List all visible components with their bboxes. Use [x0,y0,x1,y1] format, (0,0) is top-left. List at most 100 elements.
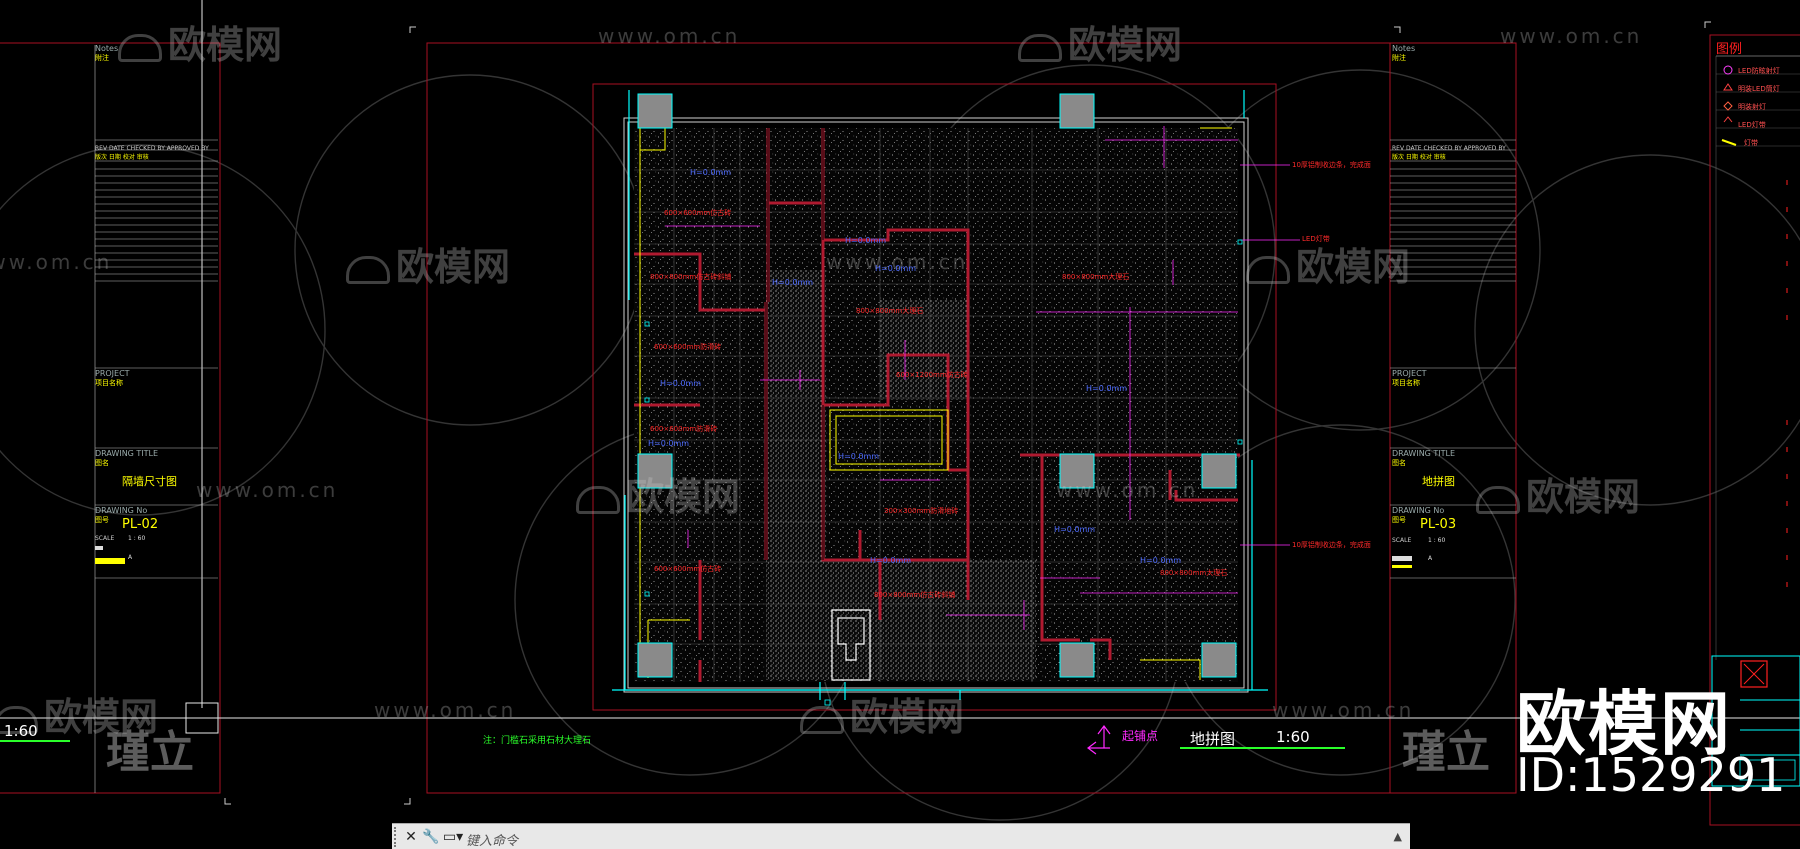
scroll-up-icon[interactable]: ▲ [1393,830,1402,843]
sheet-frames [0,34,1800,826]
wrench-icon[interactable]: 🔧 [422,829,440,845]
room-height-tag: H=0.0mm [772,278,814,287]
room-height-tag: H=0.0mm [845,236,887,245]
brand-logo-icon [346,255,390,284]
brand-logo-icon [118,33,162,62]
plan-scale: 1:60 [1276,728,1310,746]
material-note: 600×600mm防滑砖 [654,343,722,351]
plan-note: 注：门槛石采用石材大理石 [483,736,592,746]
legend-item: LED灯带 [1738,121,1766,129]
watermark-brand: 欧模网 [118,14,282,69]
plan-title: 地拼图 [1190,730,1236,748]
watermark-site: www.om.cn [598,24,741,48]
legend-item: 明装LED筒灯 [1738,85,1780,93]
legend-item: 灯带 [1744,139,1758,147]
paper-size: A [128,554,133,561]
watermark-brand: 欧模网 [1018,14,1182,69]
material-note: 800×800mm大理石 [1160,569,1228,577]
start-point-marker [1087,725,1111,755]
room-height-tag: H=0.0mm [660,379,702,388]
scale-bar-yellow-right [1392,565,1412,568]
legend-red-block [1740,660,1768,688]
paper-size: A [1428,555,1433,562]
legend-item: LED防眩射灯 [1738,67,1780,75]
start-point-label: 起铺点 [1122,729,1159,743]
brand-logo-icon [1246,255,1290,284]
material-note: 800×800mm大理石 [856,307,924,315]
room-height-tag: H=0.0mm [1086,384,1128,393]
legend-item: 明装射灯 [1738,103,1766,111]
led-downlight-icon [1723,65,1733,75]
brand-logo-icon [1476,485,1520,514]
watermark-site: www.om.cn [196,478,339,502]
edge-note: 10厚铝制收边条，完成面 [1292,161,1371,169]
drawing-title: 隔墙尺寸图 [122,475,177,488]
notes-label: Notes [95,44,119,53]
scale-label: SCALE [1392,537,1412,544]
revision-header-cn: 版次 日期 校对 审核 [95,154,149,161]
material-note: 600×600mm仿古砖 [654,565,722,573]
watermark-site: www.om.cn [1056,478,1199,502]
scale-bar-white-left [95,546,103,550]
material-note: 600×1200mm仿古砖 [896,371,968,379]
drawing-no-label: DRAWING No [95,506,148,515]
drawing-number: PL-02 [122,517,159,532]
watermark-circles [0,64,1800,821]
brand-title: 欧模网 [1516,683,1732,765]
crosshair-cursor [0,0,1800,734]
led-strip-icon [1723,116,1733,123]
drawing-no-label-cn: 图号 [95,516,109,524]
outer-walls [623,117,1249,693]
legend-cyan-block [1711,655,1800,787]
watermark-site: www.om.cn [1500,24,1643,48]
dimension-lines [665,126,1300,630]
drag-handle-icon[interactable] [394,827,402,847]
room-height-tag: H=0.0mm [875,264,917,273]
drawing-number: PL-03 [1420,517,1457,532]
cyan-edges [612,90,1268,700]
watermark-site: www.om.cn [1272,698,1415,722]
scale-value: 1 : 60 [1428,537,1446,544]
revision-header: REV DATE CHECKED BY APPROVED BY [1392,145,1506,152]
entry-door [831,609,871,681]
revision-header: REV DATE CHECKED BY APPROVED BY [95,145,209,152]
material-note: 600×600mm防滑砖 [650,425,718,433]
notes-label-cn: 附注 [95,54,109,62]
drawing-title: 地拼图 [1422,475,1455,488]
command-history-icon[interactable]: ▭▾ [442,829,464,845]
legend-title: 图例 [1716,42,1743,57]
brand-logo-icon [576,485,620,514]
project-label-cn: 项目名称 [1392,379,1420,387]
watermark-brand: 欧模网 [346,236,510,291]
room-height-tag: H=0.0mm [648,439,690,448]
command-line-bar[interactable]: ✕ 🔧 ▭▾ 键入命令 ▲ [392,823,1410,849]
drawing-title-label-cn: 图名 [95,459,109,467]
scale-bar-white-right [1392,556,1412,561]
watermark-brand: 欧模网 [0,686,158,741]
command-input[interactable]: 键入命令 [466,834,519,849]
watermark-site: www.om.cn [826,250,969,274]
material-note: 800×800mm仿古砖斜铺 [650,273,732,281]
material-note: 600×600mm仿古砖 [664,209,732,217]
structural-columns [637,93,1237,678]
material-note: 800×800mm大理石 [1062,273,1130,281]
drawing-title-label: DRAWING TITLE [95,449,159,458]
surface-downlight-icon [1723,83,1733,91]
outlet-markers [644,239,1243,706]
watermark-brand: 欧模网 [1246,236,1410,291]
title-block-left [94,45,218,793]
material-note: 300×300mm防滑地砖 [884,507,959,515]
notes-label-cn: 附注 [1392,54,1406,62]
floor-plan[interactable] [0,90,1345,755]
close-icon[interactable]: ✕ [405,829,417,845]
legend-panel [1711,55,1800,787]
edge-note: 10厚铝制收边条，完成面 [1292,541,1371,549]
room-height-tag: H=0.0mm [1054,525,1096,534]
material-note: 800×800mm仿古砖斜铺 [874,591,956,599]
watermark-brand: 欧模网 [1476,466,1640,521]
watermark-site: www.om.cn [0,250,113,274]
brand-logo-icon [800,705,844,734]
scale-value: 1 : 60 [128,535,146,542]
notes-label: Notes [1392,44,1416,53]
